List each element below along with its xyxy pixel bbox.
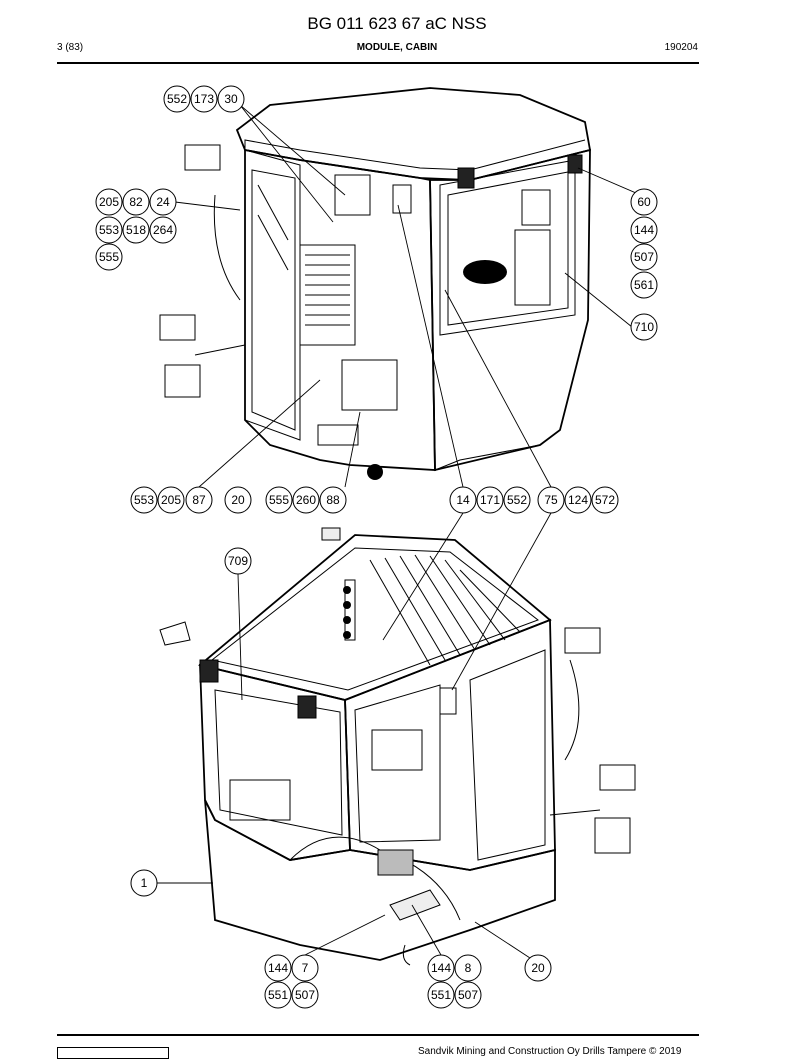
callout-label: 572 xyxy=(595,493,615,507)
callout-124: 124 xyxy=(564,486,592,514)
callout-label: 555 xyxy=(99,250,119,264)
callout-710: 710 xyxy=(630,313,658,341)
callout-label: 173 xyxy=(194,92,214,106)
callout-label: 709 xyxy=(228,554,248,568)
callout-label: 1 xyxy=(141,876,148,890)
cabin-rear-view xyxy=(159,87,592,480)
callout-20: 20 xyxy=(524,954,552,982)
callout-709: 709 xyxy=(224,547,252,575)
callout-1: 1 xyxy=(130,869,158,897)
callout-label: 507 xyxy=(458,988,478,1002)
callout-label: 551 xyxy=(268,988,288,1002)
callout-label: 260 xyxy=(296,493,316,507)
callout-label: 124 xyxy=(568,493,588,507)
callout-label: 205 xyxy=(161,493,181,507)
cabin-front-view xyxy=(159,527,636,966)
callout-173: 173 xyxy=(190,85,218,113)
callout-label: 205 xyxy=(99,195,119,209)
footer-rule xyxy=(57,1034,699,1036)
callout-label: 552 xyxy=(507,493,527,507)
callout-label: 518 xyxy=(126,223,146,237)
section-title: MODULE, CABIN xyxy=(356,42,438,53)
callout-30: 30 xyxy=(217,85,245,113)
callout-205: 205 xyxy=(157,486,185,514)
callout-144: 144 xyxy=(427,954,455,982)
callout-555: 555 xyxy=(265,486,293,514)
callout-555: 555 xyxy=(95,243,123,271)
callout-label: 144 xyxy=(431,961,451,975)
callout-551: 551 xyxy=(427,981,455,1009)
callout-label: 264 xyxy=(153,223,173,237)
callout-552: 552 xyxy=(163,85,191,113)
callout-label: 82 xyxy=(129,195,143,209)
callout-518: 518 xyxy=(122,216,150,244)
callout-14: 14 xyxy=(449,486,477,514)
document-code: BG 011 623 67 aC NSS xyxy=(307,14,487,33)
callout-260: 260 xyxy=(292,486,320,514)
header-rule xyxy=(57,62,699,64)
callout-507: 507 xyxy=(630,243,658,271)
callout-60: 60 xyxy=(630,188,658,216)
leader-lines xyxy=(157,104,658,959)
callout-572: 572 xyxy=(591,486,619,514)
callout-label: 555 xyxy=(269,493,289,507)
callout-label: 75 xyxy=(544,493,558,507)
callout-144: 144 xyxy=(630,216,658,244)
callout-label: 87 xyxy=(192,493,206,507)
callout-552: 552 xyxy=(503,486,531,514)
callout-label: 710 xyxy=(634,320,654,334)
callout-87: 87 xyxy=(185,486,213,514)
callout-171: 171 xyxy=(476,486,504,514)
callout-24: 24 xyxy=(149,188,177,216)
callout-75: 75 xyxy=(537,486,565,514)
callout-label: 507 xyxy=(295,988,315,1002)
callout-507: 507 xyxy=(291,981,319,1009)
callout-553: 553 xyxy=(95,216,123,244)
callout-label: 144 xyxy=(634,223,654,237)
callout-label: 507 xyxy=(634,250,654,264)
callout-label: 144 xyxy=(268,961,288,975)
callout-label: 14 xyxy=(456,493,470,507)
callout-label: 171 xyxy=(480,493,500,507)
callout-551: 551 xyxy=(264,981,292,1009)
callout-label: 60 xyxy=(637,195,651,209)
callout-144: 144 xyxy=(264,954,292,982)
callout-label: 552 xyxy=(167,92,187,106)
callout-label: 553 xyxy=(99,223,119,237)
callout-label: 30 xyxy=(224,92,238,106)
callout-label: 551 xyxy=(431,988,451,1002)
callout-label: 20 xyxy=(531,961,545,975)
callout-561: 561 xyxy=(630,271,658,299)
callout-label: 561 xyxy=(634,278,654,292)
document-date: 190204 xyxy=(664,42,698,53)
page-number: 3 (83) xyxy=(57,42,84,53)
callout-8: 8 xyxy=(454,954,482,982)
callout-507: 507 xyxy=(454,981,482,1009)
callout-7: 7 xyxy=(291,954,319,982)
callout-264: 264 xyxy=(149,216,177,244)
callout-label: 24 xyxy=(156,195,170,209)
callout-label: 553 xyxy=(134,493,154,507)
callout-label: 88 xyxy=(326,493,340,507)
callout-label: 20 xyxy=(231,493,245,507)
callout-20: 20 xyxy=(224,486,252,514)
copyright-text: Sandvik Mining and Construction Oy Drill… xyxy=(418,1046,682,1057)
callout-88: 88 xyxy=(319,486,347,514)
callout-553: 553 xyxy=(130,486,158,514)
callout-82: 82 xyxy=(122,188,150,216)
sandvik-logo xyxy=(57,1047,169,1059)
callout-label: 8 xyxy=(465,961,472,975)
callout-205: 205 xyxy=(95,188,123,216)
callout-label: 7 xyxy=(302,961,309,975)
